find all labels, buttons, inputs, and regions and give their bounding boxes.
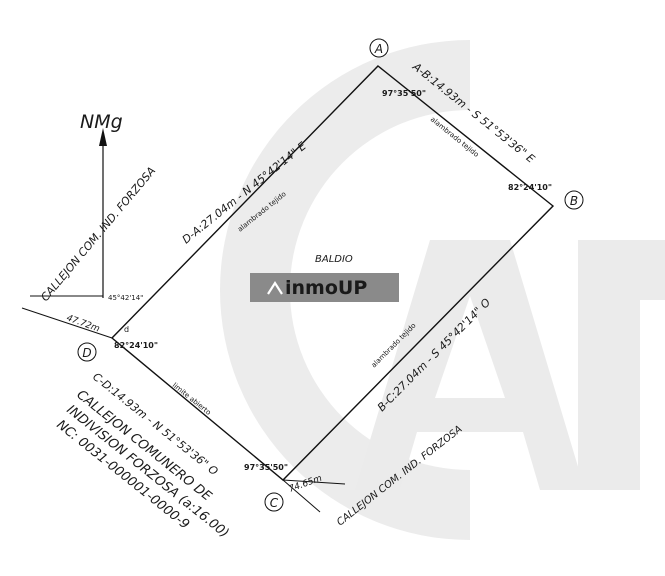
watermark-letters — [355, 240, 665, 490]
house-icon — [267, 280, 283, 295]
svg-text:A: A — [374, 42, 383, 56]
angle-b-label: 82°24'10" — [508, 183, 552, 192]
parcel-name: BALDIO — [315, 254, 353, 265]
vertex-c: C — [264, 492, 284, 512]
c-tick-line — [282, 479, 346, 485]
fence-ab-label: alambrado tejido — [429, 115, 480, 158]
north-label: NMg — [80, 111, 123, 133]
distance-d-left-label: 47.72m — [65, 313, 101, 334]
svg-text:inmoUP: inmoUP — [285, 277, 367, 299]
svg-text:C: C — [270, 496, 279, 510]
inmoup-badge: inmoUP — [250, 273, 399, 302]
north-arrow — [99, 128, 107, 298]
angle-d-arc-label: d — [124, 325, 129, 334]
angle-a-label: 97°35'50" — [382, 89, 426, 98]
left-street-line — [21, 307, 113, 339]
watermark-arc — [220, 40, 470, 540]
svg-text:D: D — [82, 346, 91, 360]
vertex-a: A — [369, 38, 389, 58]
vertex-d: D — [77, 342, 97, 362]
fence-cd-label: limite abierto — [171, 381, 213, 417]
svg-text:B: B — [570, 194, 578, 208]
street-left-label: CALLEJON COM. IND. FORZOSA — [38, 164, 158, 303]
angle-north-ref-label: 45°42'14" — [108, 294, 143, 302]
angle-c-label: 97°35'50" — [244, 463, 288, 472]
angle-d-label: 82°24'10" — [114, 341, 158, 350]
c-left-line — [282, 479, 321, 513]
vertex-b: B — [564, 190, 584, 210]
